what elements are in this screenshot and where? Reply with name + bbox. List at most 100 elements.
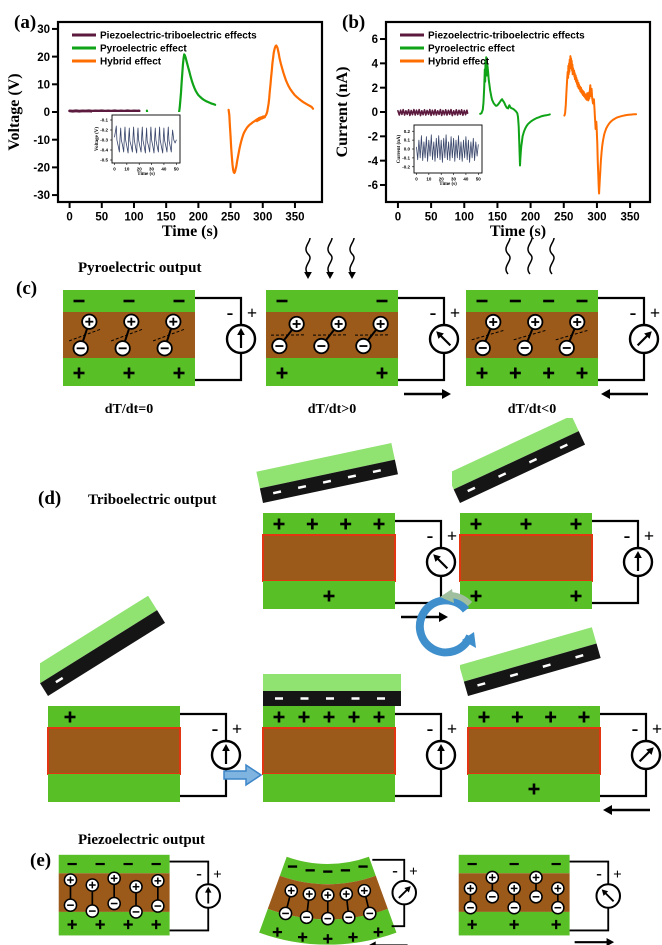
- piezoelectric-output-title: Piezoelectric output: [78, 832, 206, 848]
- svg-text:-0.1: -0.1: [402, 156, 410, 161]
- tribo-device-separated: -+: [452, 418, 654, 609]
- svg-text:-: -: [392, 861, 398, 880]
- svg-text:-: -: [624, 525, 631, 547]
- piezo-device-released: -+: [458, 854, 622, 945]
- svg-text:Time (s): Time (s): [439, 182, 457, 186]
- dtdt-positive-label: dT/dt>0: [307, 402, 357, 417]
- svg-text:-10: -10: [33, 135, 50, 147]
- panel-letter-d: (d): [38, 488, 62, 509]
- svg-text:0: 0: [395, 212, 401, 224]
- svg-text:6: 6: [372, 34, 378, 46]
- svg-text:+: +: [652, 719, 662, 739]
- svg-text:30: 30: [451, 177, 457, 182]
- svg-text:+: +: [232, 719, 242, 739]
- svg-text:250: 250: [554, 212, 573, 224]
- svg-text:-: -: [630, 302, 637, 324]
- piezo-device-bent: -+: [259, 856, 418, 945]
- svg-text:20: 20: [37, 52, 50, 64]
- svg-text:150: 150: [488, 212, 507, 224]
- svg-text:-0.5: -0.5: [100, 158, 108, 163]
- svg-text:50: 50: [425, 212, 438, 224]
- svg-text:200: 200: [189, 212, 208, 224]
- svg-text:150: 150: [157, 212, 176, 224]
- svg-text:Pyroelectric effect: Pyroelectric effect: [428, 44, 515, 55]
- svg-text:Current (nA): Current (nA): [397, 134, 402, 163]
- svg-text:300: 300: [253, 212, 272, 224]
- svg-text:200: 200: [521, 212, 540, 224]
- svg-text:+: +: [409, 864, 418, 880]
- svg-text:10: 10: [426, 177, 432, 182]
- panel-letter-e: (e): [30, 850, 52, 871]
- svg-text:2: 2: [372, 83, 378, 95]
- svg-text:Voltage (V): Voltage (V): [95, 127, 100, 151]
- svg-text:20: 20: [439, 177, 445, 182]
- dtdt-negative-label: dT/dt<0: [507, 402, 557, 417]
- panel-letter-a: (a): [14, 12, 37, 33]
- svg-text:40: 40: [161, 167, 167, 172]
- tribo-device-pressing: -+: [256, 443, 457, 622]
- svg-text:Time (s): Time (s): [162, 223, 218, 240]
- svg-text:Hybrid effect: Hybrid effect: [428, 57, 490, 68]
- svg-text:0: 0: [372, 107, 378, 119]
- tribo-device-start: -+: [40, 596, 242, 802]
- svg-text:-20: -20: [33, 163, 50, 175]
- svg-text:0: 0: [44, 107, 50, 119]
- svg-text:30: 30: [37, 24, 50, 36]
- svg-text:-6: -6: [368, 180, 378, 192]
- dtdt-zero-label: dT/dt=0: [104, 402, 154, 417]
- svg-text:10: 10: [37, 79, 50, 91]
- svg-text:-: -: [430, 302, 437, 324]
- svg-text:-: -: [212, 718, 219, 740]
- svg-text:100: 100: [124, 212, 143, 224]
- svg-text:-: -: [427, 718, 434, 740]
- svg-text:+: +: [213, 867, 222, 883]
- svg-text:100: 100: [455, 212, 474, 224]
- pyro-device-state1: -+: [63, 290, 257, 386]
- panel-letter-c: (c): [16, 278, 38, 299]
- svg-text:+: +: [447, 526, 457, 546]
- svg-text:10: 10: [124, 167, 130, 172]
- svg-text:Pyroelectric effect: Pyroelectric effect: [100, 44, 187, 55]
- svg-text:Time (s): Time (s): [490, 223, 546, 240]
- svg-text:-0.1: -0.1: [100, 118, 108, 123]
- svg-text:Piezoelectric-triboelectric ef: Piezoelectric-triboelectric effects: [428, 31, 585, 42]
- svg-text:-0.3: -0.3: [100, 138, 108, 143]
- svg-text:-: -: [632, 718, 639, 740]
- pyro-device-state2: -+: [266, 238, 460, 399]
- svg-text:+: +: [447, 719, 457, 739]
- svg-text:-: -: [227, 302, 234, 324]
- svg-text:300: 300: [587, 212, 606, 224]
- pyroelectric-output-title: Pyroelectric output: [78, 260, 202, 276]
- svg-text:-0.4: -0.4: [100, 148, 108, 153]
- svg-text:+: +: [644, 526, 654, 546]
- piezo-device-flat: -+: [58, 854, 222, 936]
- svg-text:Hybrid effect: Hybrid effect: [100, 57, 162, 68]
- svg-text:-: -: [196, 864, 202, 883]
- svg-text:0.2: 0.2: [404, 129, 411, 134]
- tribo-device-releasing: -+: [460, 627, 662, 815]
- svg-text:20: 20: [137, 167, 143, 172]
- svg-text:250: 250: [221, 212, 240, 224]
- svg-text:Time (s): Time (s): [137, 172, 155, 176]
- triboelectric-output-title: Triboelectric output: [88, 492, 217, 508]
- svg-text:-0.2: -0.2: [100, 128, 108, 133]
- svg-text:0: 0: [66, 212, 72, 224]
- tribo-device-contact: -+: [262, 674, 457, 802]
- cycle-arrows-icon: [415, 589, 476, 657]
- panel-letter-b: (b): [342, 12, 366, 33]
- svg-text:-0.2: -0.2: [402, 164, 410, 169]
- svg-text:+: +: [650, 303, 660, 323]
- transition-arrow-icon: [223, 763, 263, 787]
- svg-text:+: +: [247, 303, 257, 323]
- svg-text:350: 350: [621, 212, 640, 224]
- svg-text:50: 50: [476, 177, 482, 182]
- svg-text:30: 30: [149, 167, 155, 172]
- svg-text:0: 0: [113, 167, 116, 172]
- svg-text:40: 40: [463, 177, 469, 182]
